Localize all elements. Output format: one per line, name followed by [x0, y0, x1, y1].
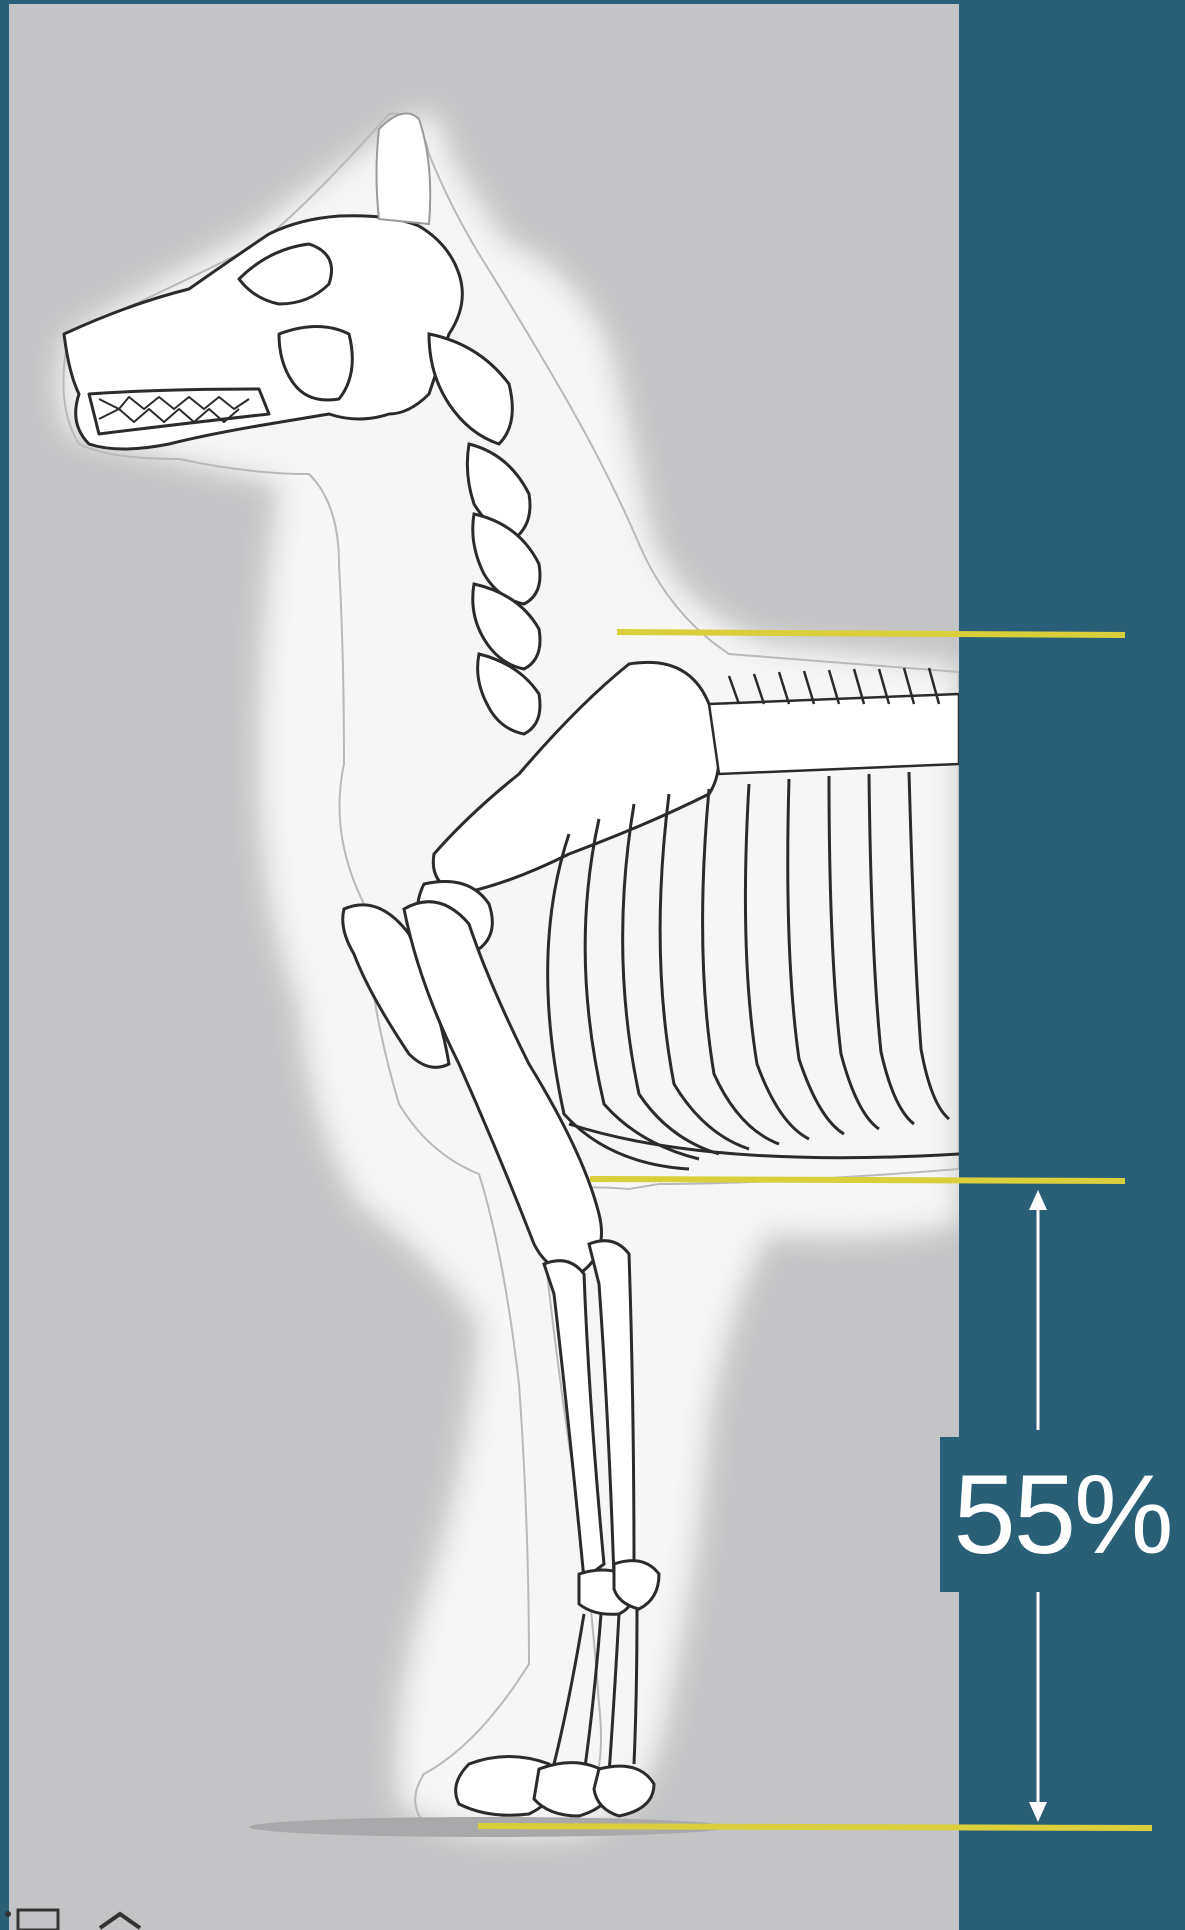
elbow-line: [590, 1179, 1125, 1181]
toolbar-icon: [0, 1900, 160, 1930]
withers-line: [617, 632, 1125, 635]
arrow-up-icon: [1029, 1190, 1047, 1210]
arrow-down-icon: [1029, 1802, 1047, 1822]
ground-line: [478, 1826, 1152, 1828]
percentage-label: 55%: [940, 1437, 1185, 1592]
